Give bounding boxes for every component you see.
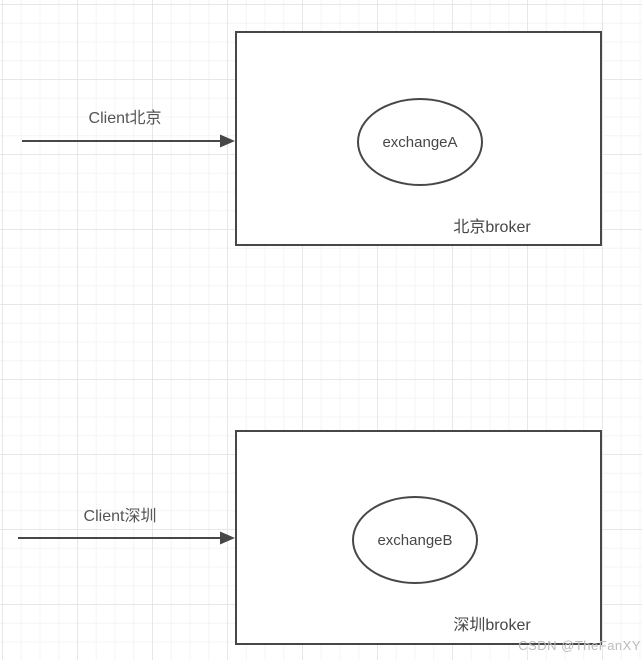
csdn-watermark: CSDN @TheFanXY [518,638,641,653]
beijing-broker-label: 北京broker [453,219,531,236]
client-shenzhen-label[interactable]: Client深圳 [83,508,157,525]
exchange-a-ellipse[interactable]: exchangeA [357,98,483,186]
client-shenzhen-arrow[interactable] [18,531,235,545]
exchange-b-ellipse[interactable]: exchangeB [352,496,478,584]
client-beijing-arrow[interactable] [22,134,235,148]
exchange-b-label: exchangeB [377,531,453,549]
shenzhen-broker-label: 深圳broker [453,617,531,634]
client-beijing-label[interactable]: Client北京 [88,110,162,127]
shenzhen-broker-box[interactable]: exchangeB 深圳broker [235,430,602,645]
exchange-a-label: exchangeA [382,133,458,151]
beijing-broker-box[interactable]: exchangeA 北京broker [235,31,602,246]
